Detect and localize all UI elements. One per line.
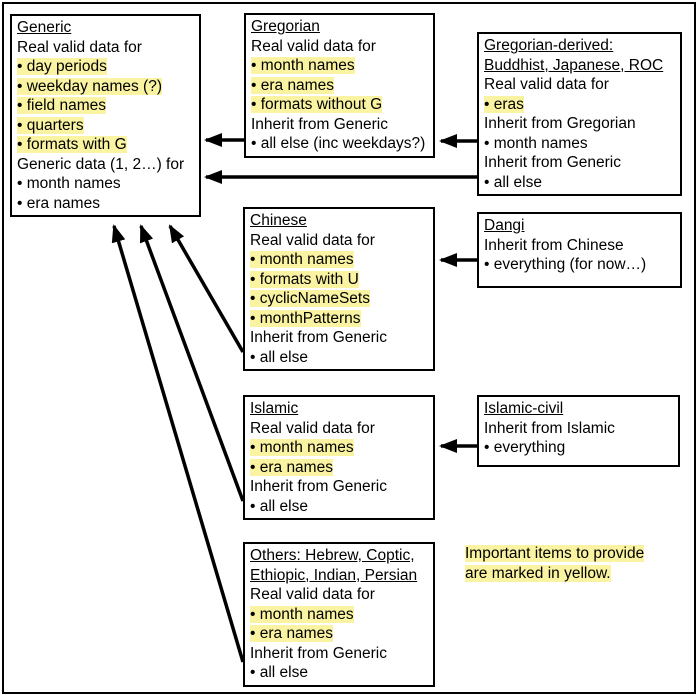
- islamic-civil-box: Islamic-civil Inherit from Islamic • eve…: [477, 395, 680, 467]
- islamic-civil-box-line: Inherit from Islamic: [484, 419, 615, 437]
- gregorian-box: Gregorian Real valid data for • month na…: [244, 13, 435, 158]
- chinese-box: Chinese Real valid data for • month name…: [243, 207, 435, 371]
- generic-box-line: • weekday names (?): [17, 77, 162, 95]
- generic-box-line: • quarters: [17, 116, 84, 134]
- gregorian-derived-box-line: • month names: [484, 134, 588, 152]
- generic-box-line: • day periods: [17, 58, 107, 75]
- gregorian-derived-box-line: Inherit from Generic: [484, 154, 621, 171]
- islamic-civil-box-line: • everything: [484, 439, 566, 456]
- chinese-box-line: • monthPatterns: [250, 309, 361, 327]
- generic-box-line: Generic data (1, 2…) for: [17, 155, 185, 173]
- chinese-box-line: Real valid data for: [250, 231, 375, 249]
- chinese-box-line: • cyclicNameSets: [250, 290, 370, 307]
- gregorian-derived-box-line: Real valid data for: [484, 76, 609, 93]
- others-box-line: • era names: [250, 625, 333, 642]
- gregorian-box-line: • era names: [251, 76, 334, 94]
- gregorian-box-line: Inherit from Generic: [251, 115, 388, 133]
- others-box-line: Real valid data for: [250, 586, 375, 603]
- generic-box-line: • month names: [17, 175, 121, 192]
- generic-box-title: Generic: [17, 19, 72, 36]
- gregorian-box-line: • formats without G: [251, 96, 383, 113]
- dangi-box: Dangi Inherit from Chinese • everything …: [477, 212, 682, 288]
- others-box-line: • month names: [250, 605, 354, 623]
- generic-box-line: • field names: [17, 97, 106, 114]
- generic-box: Generic Real valid data for • day period…: [10, 14, 201, 217]
- islamic-box-line: Inherit from Generic: [250, 478, 387, 495]
- gregorian-box-line: • month names: [251, 57, 355, 74]
- islamic-civil-box-title: Islamic-civil: [484, 400, 564, 417]
- gregorian-box-title: Gregorian: [251, 18, 320, 35]
- legend-note-line: are marked in yellow.: [465, 565, 611, 582]
- chinese-box-line: • formats with U: [250, 270, 359, 288]
- gregorian-box-line: Real valid data for: [251, 37, 376, 55]
- gregorian-derived-box-title: Buddhist, Japanese, ROC: [484, 56, 664, 74]
- others-box: Others: Hebrew, Coptic, Ethiopic, Indian…: [243, 542, 435, 687]
- others-box-title: Ethiopic, Indian, Persian: [250, 566, 418, 584]
- islamic-box-line: Real valid data for: [250, 419, 375, 437]
- dangi-box-line: Inherit from Chinese: [484, 236, 624, 254]
- islamic-box-line: • era names: [250, 458, 333, 476]
- gregorian-derived-box-line: Inherit from Gregorian: [484, 115, 636, 132]
- gregorian-box-line: • all else (inc weekdays?): [251, 135, 426, 152]
- gregorian-derived-box-line: • all else: [484, 173, 542, 191]
- chinese-box-title: Chinese: [250, 212, 307, 229]
- islamic-box-line: • all else: [250, 497, 308, 515]
- chinese-box-line: Inherit from Generic: [250, 329, 387, 346]
- generic-box-line: Real valid data for: [17, 38, 142, 56]
- islamic-box-title: Islamic: [250, 400, 299, 417]
- legend-note-line: Important items to provide: [465, 545, 645, 562]
- chinese-box-line: • month names: [250, 251, 354, 268]
- others-box-title: Others: Hebrew, Coptic,: [250, 547, 415, 564]
- dangi-box-title: Dangi: [484, 217, 525, 234]
- dangi-box-line: • everything (for now…): [484, 256, 647, 273]
- generic-box-line: • era names: [17, 194, 100, 212]
- chinese-box-line: • all else: [250, 348, 308, 366]
- gregorian-derived-box-title: Gregorian-derived:: [484, 37, 614, 54]
- generic-box-line: • formats with G: [17, 136, 127, 153]
- legend-note: Important items to provide are marked in…: [465, 544, 645, 584]
- others-box-line: • all else: [250, 664, 308, 681]
- others-box-line: Inherit from Generic: [250, 644, 387, 662]
- islamic-box: Islamic Real valid data for • month name…: [243, 395, 435, 520]
- gregorian-derived-box-line: • eras: [484, 95, 524, 113]
- islamic-box-line: • month names: [250, 439, 354, 456]
- gregorian-derived-box: Gregorian-derived: Buddhist, Japanese, R…: [477, 32, 682, 196]
